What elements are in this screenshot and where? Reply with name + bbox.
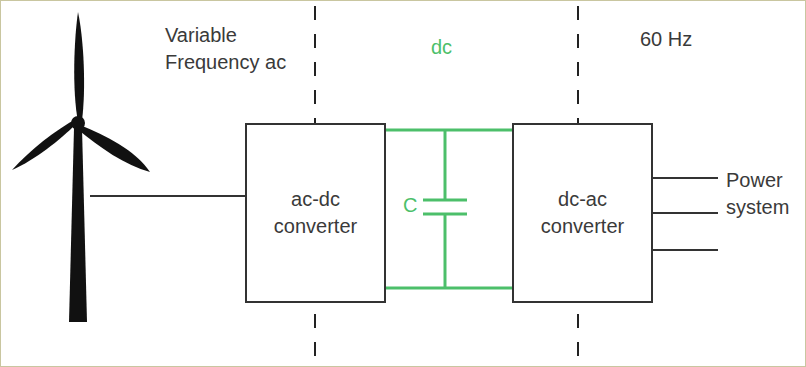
dc-bus-line — [386, 287, 512, 290]
dc-bus-line — [386, 129, 512, 132]
annotation-label: C — [403, 192, 417, 219]
annotation-label: Variable Frequency ac — [165, 22, 290, 76]
three-phase-wires — [646, 178, 718, 250]
box-label: ac-dc converter — [247, 186, 384, 240]
annotation-label: Power system — [726, 167, 802, 221]
annotation-label: dc — [431, 34, 452, 61]
converter-box: ac-dc converter — [245, 123, 386, 303]
feed-wire — [90, 195, 246, 197]
converter-box: dc-ac converter — [512, 123, 653, 303]
box-label: dc-ac converter — [514, 186, 651, 240]
wind-turbine — [12, 12, 150, 322]
annotation-label: 60 Hz — [640, 26, 692, 53]
capacitor-symbol — [423, 131, 467, 288]
